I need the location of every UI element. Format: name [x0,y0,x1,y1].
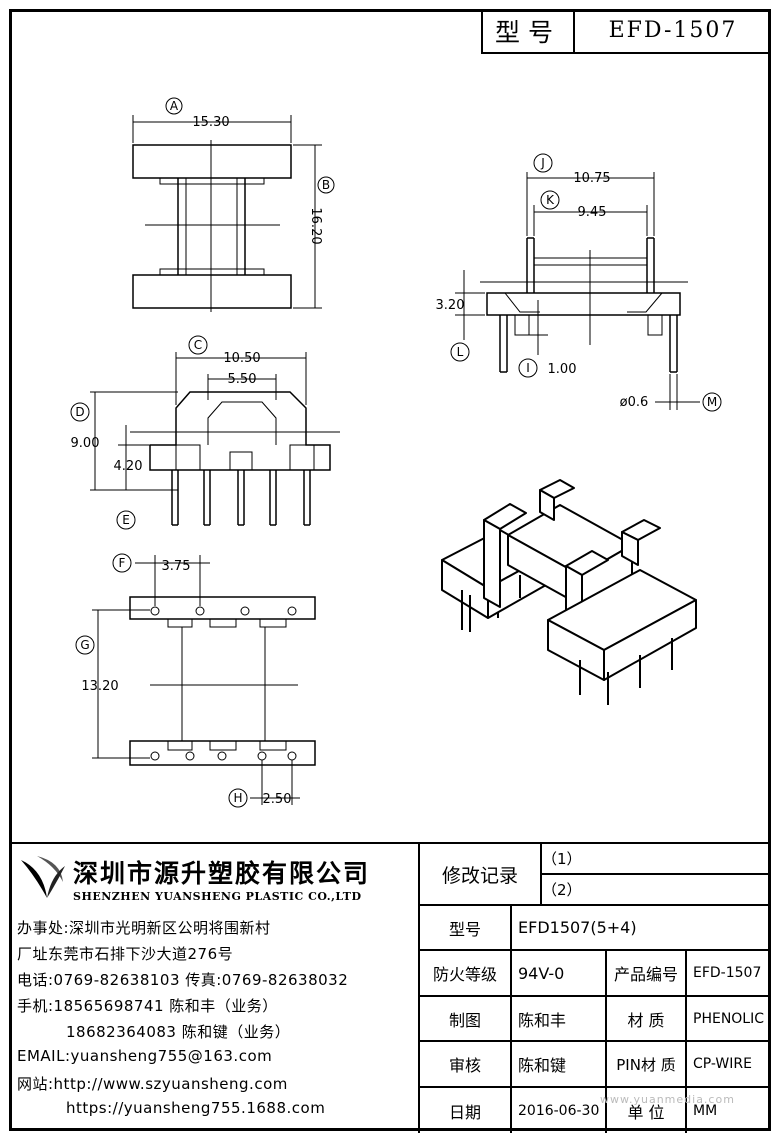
dim-L-value: 3.20 [436,298,465,313]
dim-F-value: 3.75 [162,559,191,574]
revision-label: 修改记录 [420,844,540,906]
dim-G-value: 13.20 [81,679,118,694]
date-label: 日期 [448,1102,481,1122]
drawn-by-value: 陈和丰 [510,997,605,1042]
dim-C-value: 10.50 [223,351,260,366]
product-no-label: 产品编号 [605,951,685,997]
spec-table: 修改记录 （1） （2） 型号 EFD1507(5+4) 防火等级 94V-0 … [420,844,771,1133]
model-label: 型号 [420,906,510,951]
label-L: L [457,345,464,359]
website-1: 网站:http://www.szyuansheng.com [17,1075,288,1093]
top-view [132,115,322,312]
unit-label: 单 位 [605,1088,685,1133]
label-K: K [546,193,555,207]
dim-D-value: 9.00 [71,436,100,451]
mobile-2: 18682364083 陈和键（业务） [66,1023,291,1041]
label-F: F [119,556,126,570]
email: EMAIL:yuansheng755@163.com [17,1047,273,1065]
watermark: www.yuanmedia.com [600,1093,735,1106]
sheet-border [9,9,771,1131]
pin-material-label: PIN材 质 [605,1042,685,1088]
dim-B-value: 16.20 [308,207,323,244]
technical-drawing: A 15.30 B 16.20 [70,97,722,808]
dim-H-value: 2.50 [263,792,292,807]
label-J: J [540,156,545,170]
model-header-value: EFD-1507 [608,18,738,43]
label-M: M [707,395,717,409]
title-block: 深圳市源升塑胶有限公司 SHENZHEN YUANSHENG PLASTIC C… [9,842,771,1133]
label-B: B [322,178,330,192]
mobile-1: 手机:18565698741 陈和丰（业务） [17,997,278,1015]
pin-material-value: CP-WIRE [685,1042,771,1088]
phone-fax: 电话:0769-82638103 传真:0769-82638032 [17,971,349,989]
label-D: D [75,405,84,419]
dim-K-value: 9.45 [578,205,607,220]
company-info: 深圳市源升塑胶有限公司 SHENZHEN YUANSHENG PLASTIC C… [9,844,420,1133]
isometric-view [441,479,697,705]
company-logo-icon [21,856,65,898]
dim-A-value: 15.30 [192,115,229,130]
material-value: PHENOLIC [685,997,771,1042]
front-view [90,352,340,526]
label-C: C [194,338,202,352]
company-name-en: SHENZHEN YUANSHENG PLASTIC CO.,LTD [73,890,362,903]
label-A: A [170,99,179,113]
reviewed-by-value: 陈和键 [510,1042,605,1088]
model-header-key: 型号 [483,9,575,52]
label-G: G [80,638,89,652]
revision-2: （2） [540,875,771,906]
date-value: 2016-06-30 [510,1088,605,1133]
dim-E-value: 4.20 [114,459,143,474]
bottom-view [92,555,316,805]
dim-M-value: ø0.6 [620,395,649,410]
label-H: H [233,791,242,805]
reviewed-by-label: 审核 [420,1042,510,1088]
drawn-by-label: 制图 [420,997,510,1042]
dim-I-value: 1.00 [548,362,577,377]
factory-address: 厂址东莞市石排下沙大道276号 [17,945,234,963]
website-2: https://yuansheng755.1688.com [66,1099,326,1117]
model-header: 型号 EFD-1507 [481,9,771,54]
unit-value: MM [685,1088,771,1133]
dim-J-value: 10.75 [573,171,610,186]
model-value: EFD1507(5+4) [510,906,771,951]
product-no-value: EFD-1507 [685,951,771,997]
fire-rating-value: 94V-0 [510,951,605,997]
office-address: 办事处:深圳市光明新区公明将围新村 [17,919,271,937]
side-view [455,172,700,410]
label-E: E [122,513,130,527]
revision-1: （1） [540,844,771,875]
fire-rating-label: 防火等级 [420,951,510,997]
dim-C-inner-value: 5.50 [228,372,257,387]
company-name: 深圳市源升塑胶有限公司 [73,859,371,888]
label-I: I [526,361,530,375]
material-label: 材 质 [605,997,685,1042]
